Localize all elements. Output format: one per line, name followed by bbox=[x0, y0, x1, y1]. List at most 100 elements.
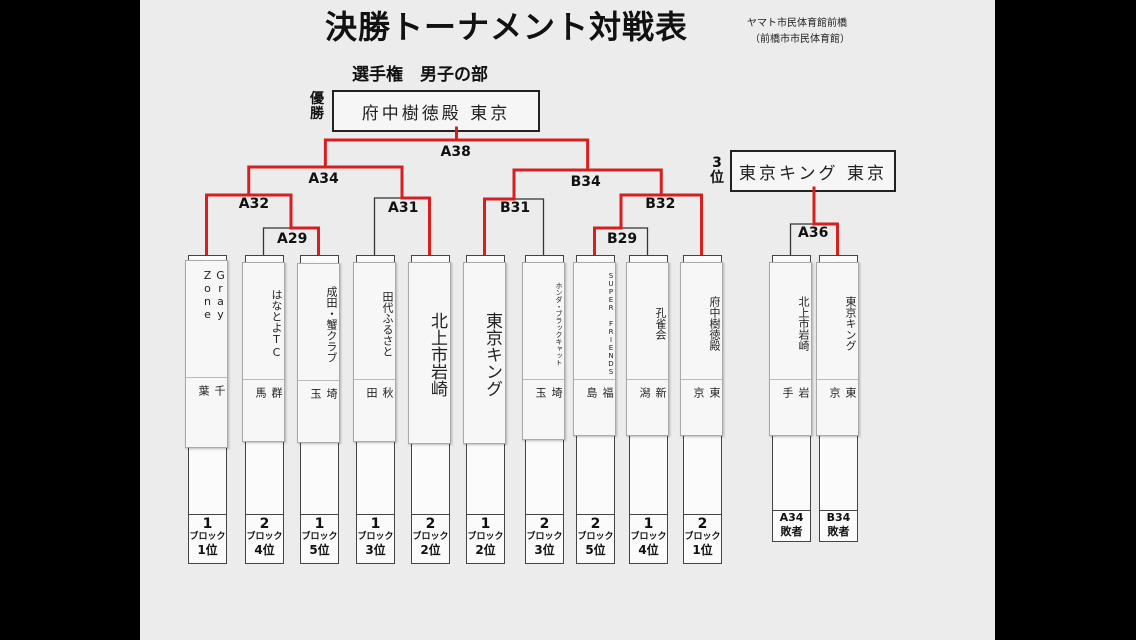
team-name: 北上市岩崎 bbox=[427, 311, 447, 397]
card-divider bbox=[681, 379, 722, 380]
team-card: ホンダ・ブラックキャット埼玉 bbox=[522, 262, 565, 440]
team-prefecture: 群馬 bbox=[254, 387, 283, 410]
team-prefecture: 千葉 bbox=[197, 385, 226, 408]
seed-rank: 5位 bbox=[309, 543, 330, 557]
seed-number: 1 bbox=[370, 516, 381, 532]
team-name: 田代ふるさと bbox=[381, 290, 394, 357]
seed-block: ブロック bbox=[412, 532, 449, 542]
seed-number: 1 bbox=[314, 516, 325, 532]
bracket-line bbox=[289, 226, 320, 257]
team-card: 東京キング東京 bbox=[816, 262, 859, 436]
seed-line: 敗者 bbox=[827, 525, 850, 538]
team-card: 成田・蟹クラブ埼玉 bbox=[297, 263, 340, 443]
venue-subname: （前橋市市民体育館） bbox=[750, 34, 850, 45]
seed-block: ブロック bbox=[357, 532, 394, 542]
match-label: B31 bbox=[500, 200, 531, 216]
seed-number: 2 bbox=[697, 516, 708, 532]
bracket-line bbox=[455, 138, 703, 257]
seed-rank: 3位 bbox=[534, 543, 555, 557]
seed-block: ブロック bbox=[246, 532, 283, 542]
seed-block: ブロック bbox=[630, 532, 667, 542]
seed-number: 2 bbox=[259, 516, 270, 532]
team-name: 成田・蟹クラブ bbox=[325, 286, 338, 363]
team-prefecture: 埼玉 bbox=[534, 387, 563, 410]
team-name: 北上市岩崎 bbox=[797, 296, 810, 351]
bracket-line bbox=[205, 126, 458, 257]
match-label: B32 bbox=[645, 196, 676, 212]
team-name: 東京キング bbox=[844, 296, 857, 351]
seed-block: ブロック bbox=[526, 532, 563, 542]
seed-block: ブロック bbox=[189, 532, 226, 542]
seed-block: ブロック bbox=[301, 532, 338, 542]
team-name: ホンダ・ブラックキャット bbox=[555, 281, 563, 366]
team-card: 孔雀会新潟 bbox=[626, 262, 669, 436]
seed-rank: 5位 bbox=[585, 543, 606, 557]
team-card: 北上市岩崎岩手 bbox=[769, 262, 812, 436]
match-label: B29 bbox=[607, 231, 638, 247]
bracket-lines bbox=[205, 126, 839, 257]
bracket-line bbox=[812, 186, 839, 257]
page-title: 決勝トーナメント対戦表 bbox=[325, 8, 689, 46]
bracket-line bbox=[593, 193, 663, 257]
team-prefecture: 岩手 bbox=[781, 387, 810, 410]
venue-name: ヤマト市民体育館前橋 bbox=[747, 18, 847, 29]
seed-rank: 1位 bbox=[692, 543, 713, 557]
seed-block: ブロック bbox=[684, 532, 721, 542]
team-name: SUPER FRIENDS bbox=[607, 271, 615, 376]
match-label: A38 bbox=[440, 144, 471, 160]
team-name: Gray Zone bbox=[201, 269, 227, 321]
seed-line: A34 bbox=[779, 511, 804, 524]
champion-label: 優勝 bbox=[310, 91, 324, 122]
seed-rank: 1位 bbox=[197, 543, 218, 557]
team-card: Gray Zone 千葉 bbox=[185, 260, 228, 448]
card-divider bbox=[523, 379, 564, 380]
team-name: 孔雀会 bbox=[654, 307, 667, 340]
tournament-board: 決勝トーナメント対戦表 ヤマト市民体育館前橋 （前橋市市民体育館） 選手権 男子… bbox=[140, 0, 995, 640]
category-subtitle: 選手権 男子の部 bbox=[352, 65, 488, 85]
seed-block: ブロック bbox=[467, 532, 504, 542]
card-divider bbox=[627, 379, 668, 380]
team-prefecture: 東京 bbox=[828, 387, 857, 410]
card-divider bbox=[817, 379, 858, 380]
team-name: 府中樹徳殿 bbox=[708, 296, 721, 351]
bracket-line bbox=[323, 165, 431, 257]
seed-number: 2 bbox=[425, 516, 436, 532]
seed-number: 2 bbox=[590, 516, 601, 532]
seed-block: ブロック bbox=[577, 532, 614, 542]
champion-box: 府中樹徳殿 東京 bbox=[332, 90, 540, 132]
team-card: 府中樹徳殿東京 bbox=[680, 262, 723, 436]
card-divider bbox=[243, 379, 284, 380]
seed-rank: 4位 bbox=[638, 543, 659, 557]
seed-line: 敗者 bbox=[780, 525, 803, 538]
seed-line: B34 bbox=[826, 511, 851, 524]
team-prefecture: 埼玉 bbox=[309, 388, 338, 411]
team-prefecture: 秋田 bbox=[365, 387, 394, 410]
match-label: A32 bbox=[238, 196, 270, 212]
seed-number: 2 bbox=[539, 516, 550, 532]
seed-number: 1 bbox=[480, 516, 491, 532]
seed-rank: 4位 bbox=[254, 543, 275, 557]
match-label: A36 bbox=[798, 225, 829, 241]
card-divider bbox=[354, 379, 395, 380]
card-divider bbox=[298, 380, 339, 381]
match-label: A34 bbox=[308, 171, 339, 187]
card-divider bbox=[574, 379, 615, 380]
match-label: A31 bbox=[388, 200, 419, 216]
match-label: A29 bbox=[277, 231, 308, 247]
match-label: B34 bbox=[570, 174, 601, 190]
seed-rank: 2位 bbox=[420, 543, 441, 557]
seed-number: 1 bbox=[643, 516, 654, 532]
third-place-label: 3位 bbox=[710, 155, 724, 186]
bracket-line bbox=[483, 168, 590, 257]
